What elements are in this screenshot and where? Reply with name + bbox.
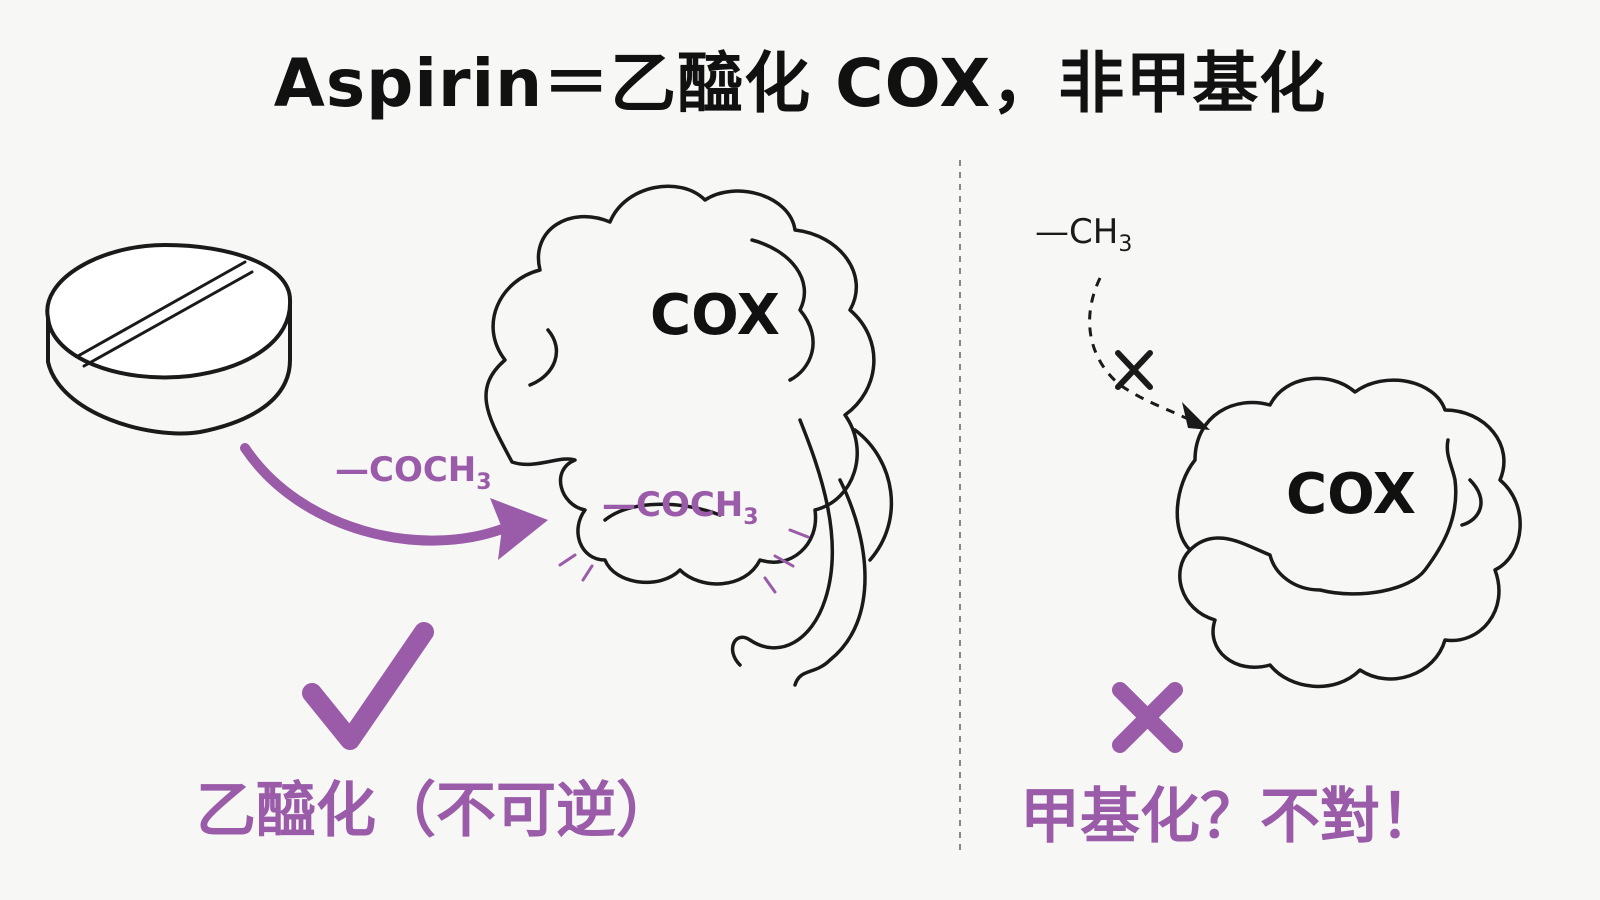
cox-label-right: COX <box>1286 462 1416 527</box>
methyl-group-text: CH <box>1069 212 1119 252</box>
bond-prefix: — <box>602 485 636 525</box>
acetylation-arrow <box>240 443 548 560</box>
bond-prefix: — <box>1035 212 1069 252</box>
cox-label-left: COX <box>650 283 780 348</box>
right-caption: 甲基化？不對！ <box>1020 782 1440 852</box>
cox-enzyme-left <box>484 184 894 687</box>
acetyl-group-arrow-label: —COCH3 <box>335 450 492 495</box>
check-icon <box>302 622 434 750</box>
reaction-burst-marks <box>558 528 810 594</box>
blocked-mark-icon <box>1115 350 1153 390</box>
bond-prefix: — <box>335 450 369 490</box>
cross-icon <box>1112 682 1183 753</box>
cox-enzyme-right <box>1175 376 1522 689</box>
subscript-3: 3 <box>743 504 759 530</box>
aspirin-tablet-icon <box>45 242 293 436</box>
subscript-3: 3 <box>476 469 492 495</box>
subscript-3: 3 <box>1118 231 1133 257</box>
acetyl-group-text: COCH <box>369 450 477 490</box>
methyl-group-label: —CH3 <box>1035 212 1132 257</box>
acetyl-group-text: COCH <box>636 485 744 525</box>
acetyl-group-site-label: —COCH3 <box>602 485 759 530</box>
left-caption: 乙醯化（不可逆） <box>196 776 676 846</box>
methylation-dashed-arrow <box>1088 277 1210 430</box>
page-title: Aspirin＝乙醯化 COX，非甲基化 <box>273 45 1327 122</box>
